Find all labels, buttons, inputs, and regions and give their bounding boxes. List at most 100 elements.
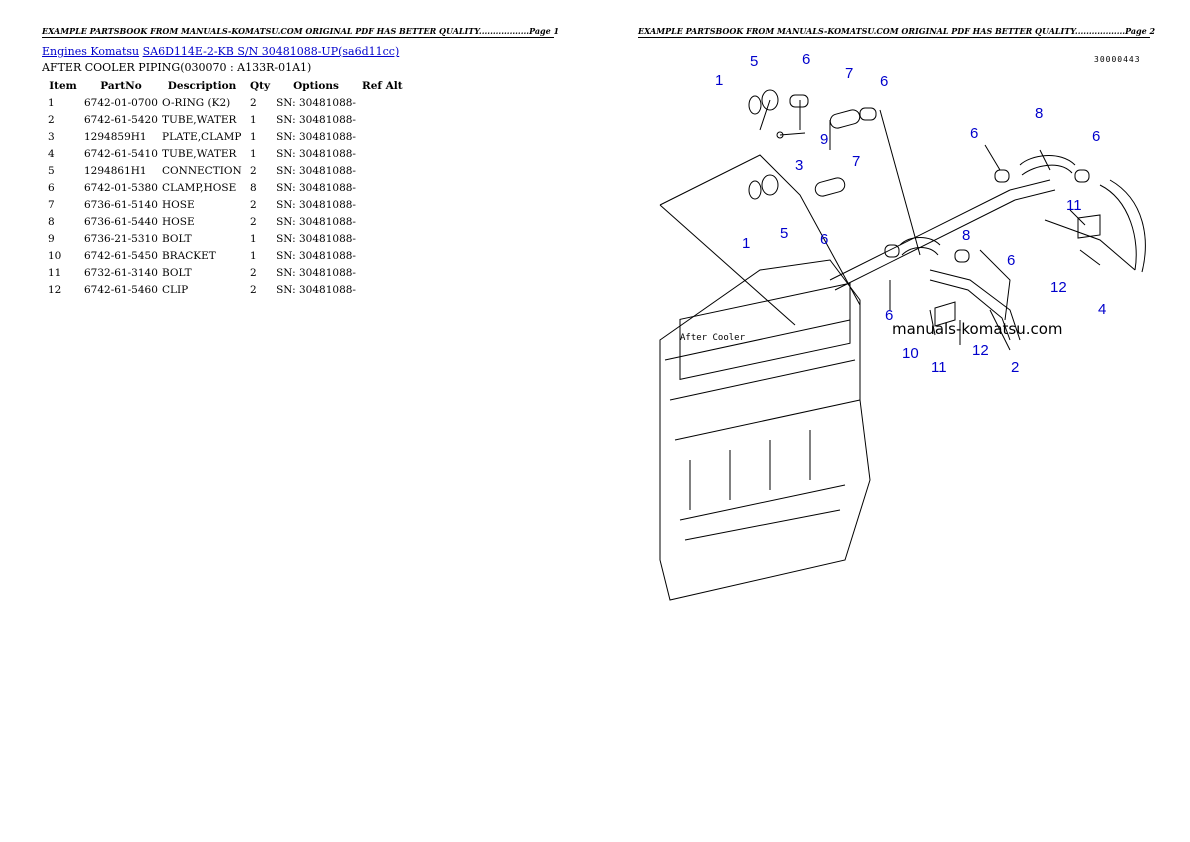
cell-options: SN: 30481088- bbox=[276, 96, 356, 109]
callout-label: 11 bbox=[1066, 197, 1082, 214]
callout-label: 8 bbox=[1035, 105, 1043, 122]
cell-options: SN: 30481088- bbox=[276, 266, 356, 279]
cell-description: BOLT bbox=[162, 232, 192, 245]
cell-partno: 6742-01-5380 bbox=[84, 181, 158, 194]
callout-label: 1 bbox=[715, 72, 723, 89]
cell-qty: 1 bbox=[250, 113, 257, 126]
cell-item: 5 bbox=[48, 164, 55, 177]
callout-label: 4 bbox=[1098, 301, 1106, 318]
cell-item: 11 bbox=[48, 266, 62, 279]
callout-label: 6 bbox=[1092, 128, 1100, 145]
cell-refalt bbox=[358, 196, 407, 213]
cell-item: 10 bbox=[48, 249, 62, 262]
col-header-description: Description bbox=[167, 79, 237, 92]
cell-options: SN: 30481088- bbox=[276, 113, 356, 126]
callout-label: 8 bbox=[962, 227, 970, 244]
cell-partno: 6742-61-5420 bbox=[84, 113, 158, 126]
callout-label: 6 bbox=[820, 231, 828, 248]
callout-label: 2 bbox=[1011, 359, 1019, 376]
cell-refalt bbox=[358, 281, 407, 298]
breadcrumb-link-model[interactable]: SA6D114E-2-KB S/N 30481088-UP(sa6d11cc) bbox=[142, 45, 400, 58]
cell-qty: 2 bbox=[250, 215, 257, 228]
cell-refalt bbox=[358, 145, 407, 162]
callout-label: 6 bbox=[802, 51, 810, 68]
cell-description: CONNECTION bbox=[162, 164, 242, 177]
cell-options: SN: 30481088- bbox=[276, 232, 356, 245]
cell-description: O-RING (K2) bbox=[162, 96, 231, 109]
callout-label: 6 bbox=[885, 307, 893, 324]
col-header-item: Item bbox=[49, 79, 77, 92]
cell-refalt bbox=[358, 247, 407, 264]
callout-label: 6 bbox=[970, 125, 978, 142]
page-header-1: EXAMPLE PARTSBOOK FROM MANUALS-KOMATSU.C… bbox=[42, 26, 560, 38]
cell-description: BRACKET bbox=[162, 249, 216, 262]
cell-partno: 6732-61-3140 bbox=[84, 266, 158, 279]
cell-qty: 1 bbox=[250, 232, 257, 245]
cell-partno: 1294859H1 bbox=[84, 130, 147, 143]
cell-item: 4 bbox=[48, 147, 55, 160]
cell-item: 3 bbox=[48, 130, 55, 143]
cell-partno: 1294861H1 bbox=[84, 164, 147, 177]
callout-label: 11 bbox=[931, 359, 947, 376]
callout-label: 5 bbox=[780, 225, 788, 242]
col-header-options: Options bbox=[293, 79, 339, 92]
after-cooler-label: After Cooler bbox=[680, 333, 746, 343]
callout-label: 12 bbox=[1050, 279, 1067, 296]
callout-label: 6 bbox=[880, 73, 888, 90]
cell-qty: 2 bbox=[250, 283, 257, 296]
cell-options: SN: 30481088- bbox=[276, 249, 356, 262]
table-header-row: Item PartNo Description Qty Options Ref … bbox=[42, 77, 407, 94]
cell-qty: 8 bbox=[250, 181, 257, 194]
cell-qty: 1 bbox=[250, 147, 257, 160]
cell-refalt bbox=[358, 111, 407, 128]
callout-label: 5 bbox=[750, 53, 758, 70]
callout-label: 10 bbox=[902, 345, 919, 362]
cell-qty: 2 bbox=[250, 96, 257, 109]
cell-item: 7 bbox=[48, 198, 55, 211]
cell-refalt bbox=[358, 162, 407, 179]
cell-item: 1 bbox=[48, 96, 55, 109]
cell-partno: 6736-21-5310 bbox=[84, 232, 158, 245]
diagram-code: 30000443 bbox=[1094, 55, 1141, 64]
page-header-2: EXAMPLE PARTSBOOK FROM MANUALS-KOMATSU.C… bbox=[638, 26, 1156, 38]
cell-item: 6 bbox=[48, 181, 55, 194]
cell-description: TUBE,WATER bbox=[162, 147, 237, 160]
cell-partno: 6742-61-5460 bbox=[84, 283, 158, 296]
parts-table: Item PartNo Description Qty Options Ref … bbox=[42, 77, 407, 298]
cell-item: 2 bbox=[48, 113, 55, 126]
cell-partno: 6742-01-0700 bbox=[84, 96, 158, 109]
cell-qty: 2 bbox=[250, 266, 257, 279]
cell-qty: 1 bbox=[250, 130, 257, 143]
cell-options: SN: 30481088- bbox=[276, 181, 356, 194]
callout-label: 3 bbox=[795, 157, 803, 174]
cell-description: PLATE,CLAMP bbox=[162, 130, 242, 143]
breadcrumb-link-engines[interactable]: Engines Komatsu bbox=[42, 45, 140, 58]
breadcrumb: Engines Komatsu SA6D114E-2-KB S/N 304810… bbox=[42, 45, 399, 58]
cell-partno: 6736-61-5140 bbox=[84, 198, 158, 211]
cell-refalt bbox=[358, 264, 407, 281]
callout-label: 9 bbox=[820, 131, 828, 148]
cell-description: HOSE bbox=[162, 198, 195, 211]
cell-item: 12 bbox=[48, 283, 62, 296]
cell-qty: 2 bbox=[250, 198, 257, 211]
callout-label: 12 bbox=[972, 342, 989, 359]
watermark: manuals-komatsu.com bbox=[892, 320, 1063, 338]
cell-refalt bbox=[358, 94, 407, 111]
cell-options: SN: 30481088- bbox=[276, 164, 356, 177]
cell-refalt bbox=[358, 179, 407, 196]
cell-description: BOLT bbox=[162, 266, 192, 279]
cell-options: SN: 30481088- bbox=[276, 147, 356, 160]
cell-description: HOSE bbox=[162, 215, 195, 228]
table-row: 1 6742-01-0700 O-RING (K2) 2 SN: 30481088- bbox=[42, 94, 407, 111]
cell-item: 8 bbox=[48, 215, 55, 228]
